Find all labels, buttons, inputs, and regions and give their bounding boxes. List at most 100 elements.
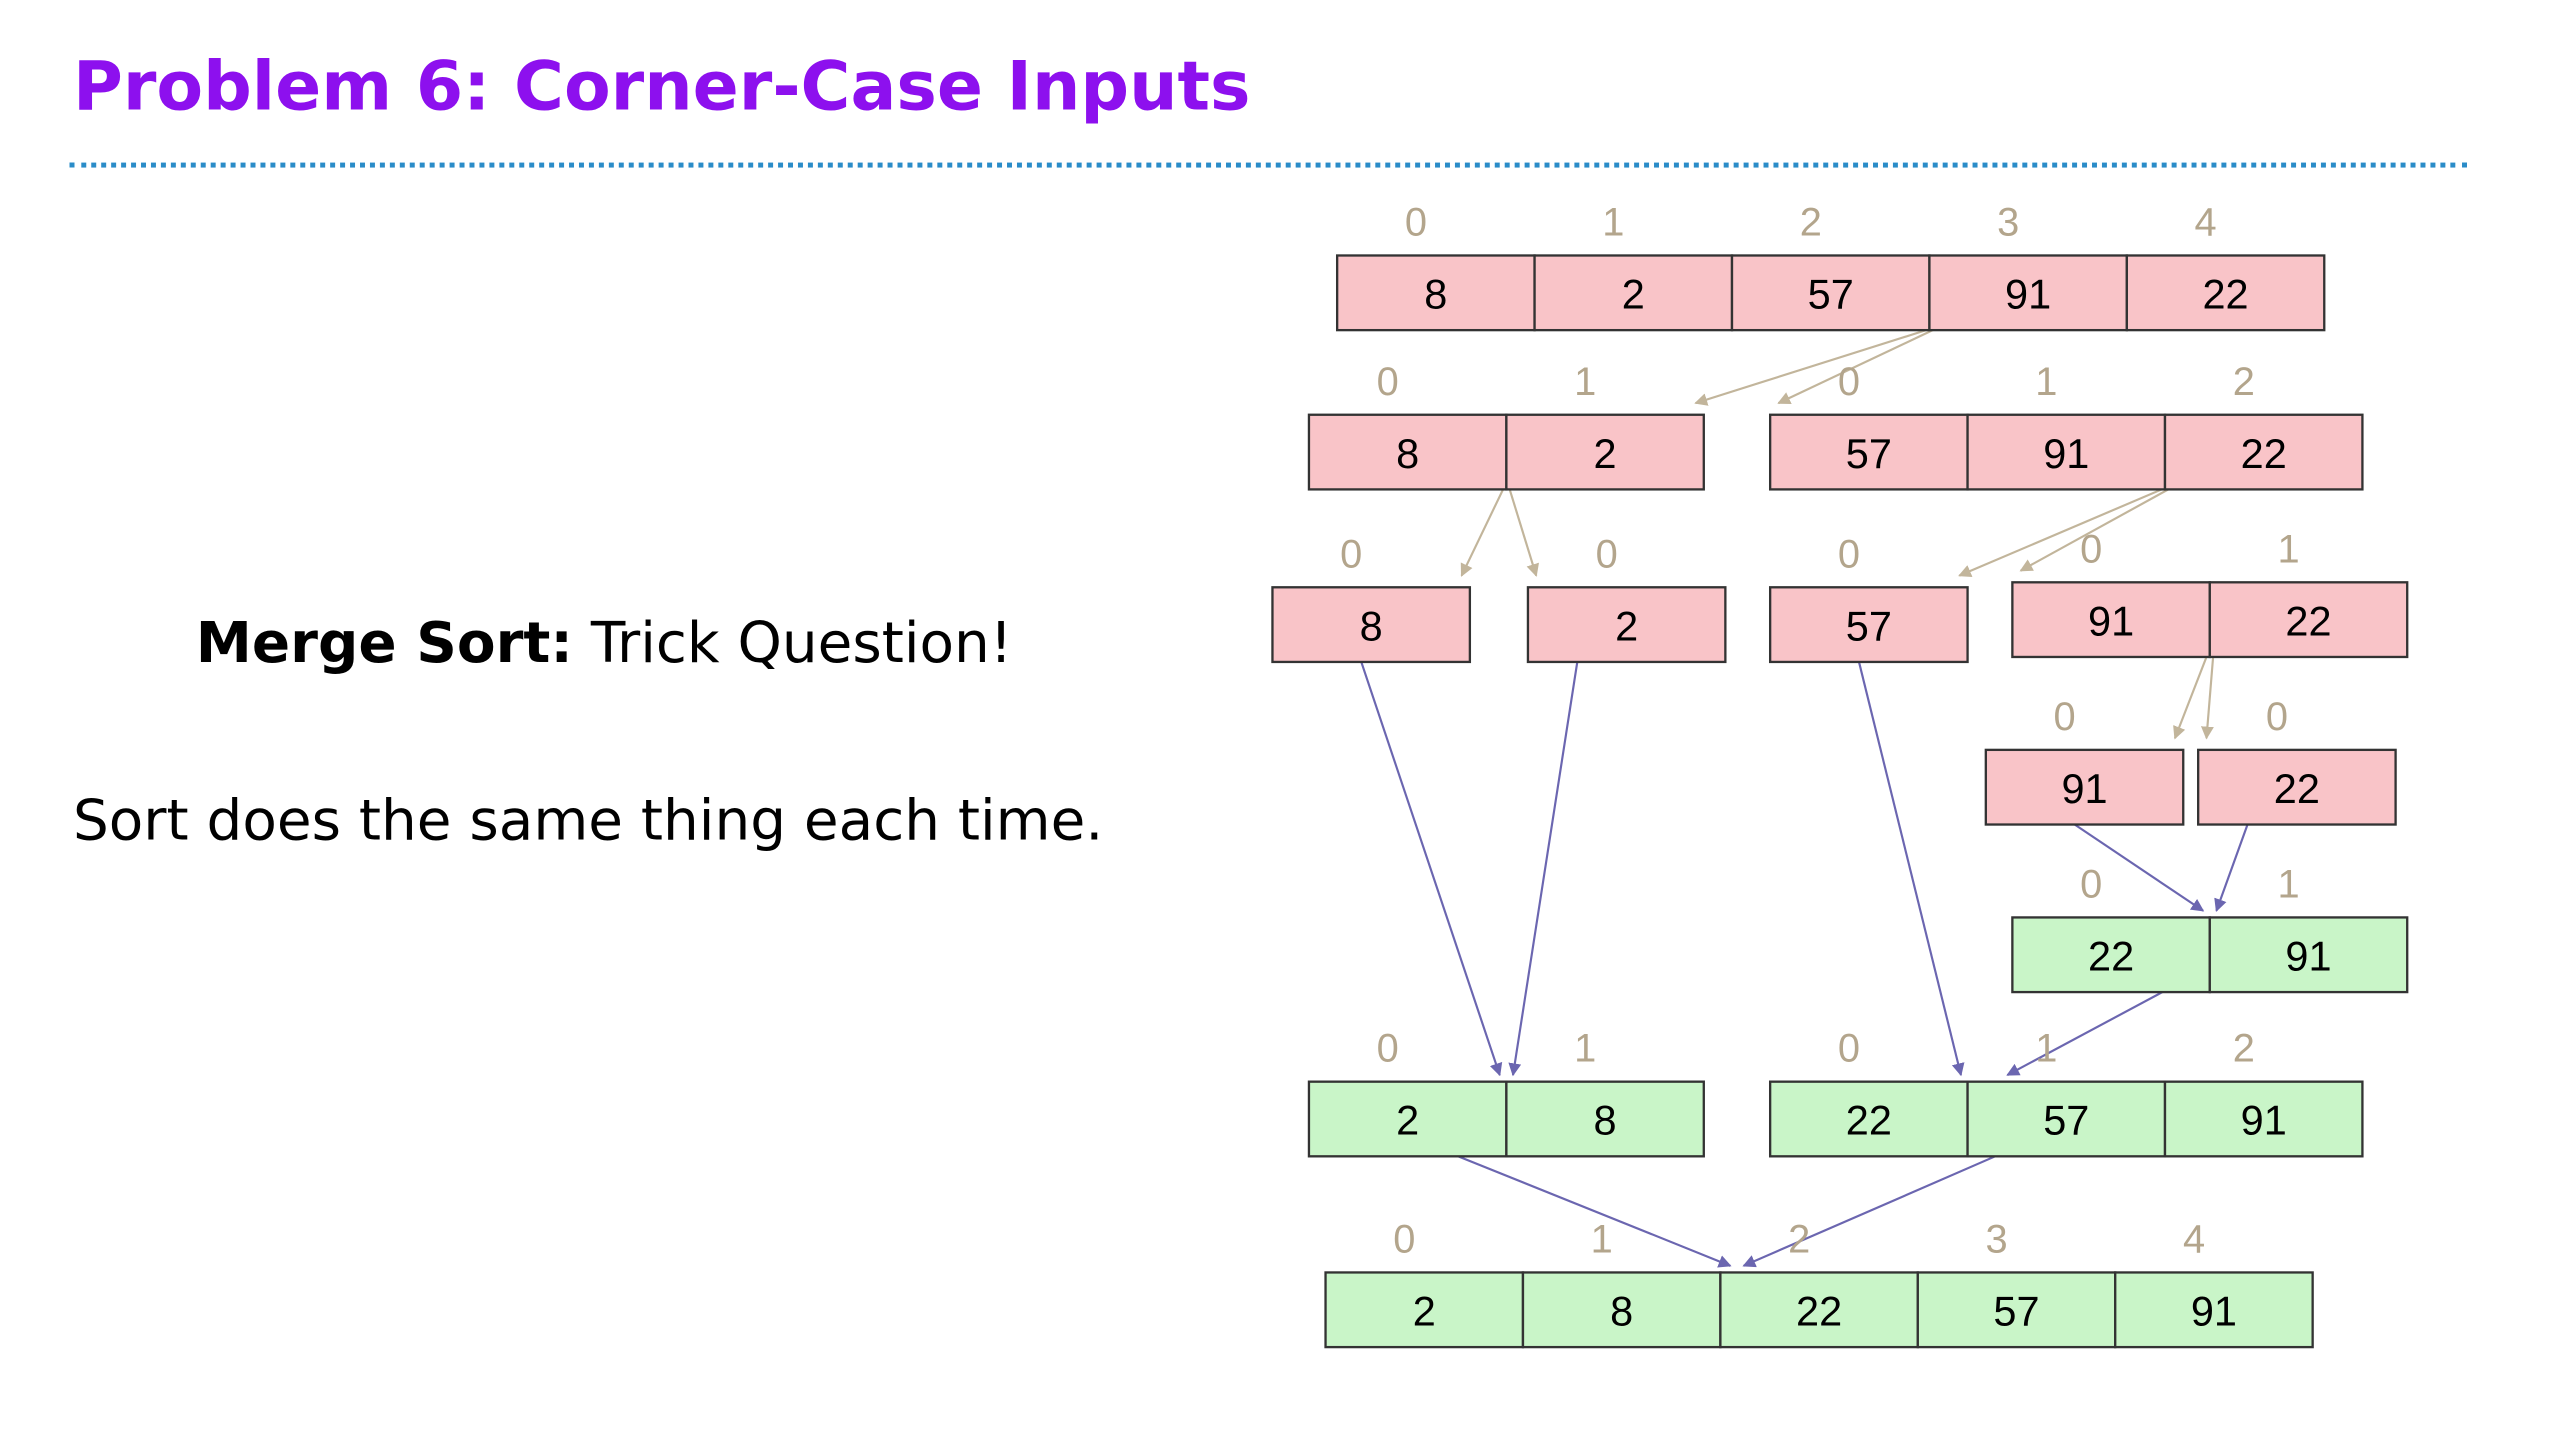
cell-value: 8 [1594,1097,1617,1144]
cell-value: 2 [1594,430,1617,477]
cell-index: 1 [1574,360,1596,404]
array-LR: 20 [1526,532,1727,664]
array-cell [1335,254,1536,332]
cell-index: 1 [1591,1218,1613,1262]
array-LL: 80 [1271,532,1472,664]
merge-arrow-RL-to-Rm [1857,661,1965,1077]
cell-value: 22 [2202,271,2248,318]
cell-value: 22 [2241,430,2287,477]
cell-index: 0 [1393,1218,1415,1262]
array-cell [1916,1271,2117,1349]
merge-arrow-RRL-to-RRm [2074,823,2205,912]
cell-value: 91 [2061,765,2107,812]
cell-index: 0 [2054,695,2076,739]
cell-value: 2 [1615,602,1638,649]
title-divider [69,162,2467,168]
array-cell [1526,586,1727,664]
cell-index: 0 [1838,532,1860,576]
array-cell [2163,1080,2364,1158]
merge-arrow-LL-to-Lm [1360,661,1503,1077]
cell-index: 1 [2278,863,2300,907]
cell-value: 91 [2043,430,2089,477]
array-cell [1505,413,1705,491]
cell-index: 4 [2183,1218,2205,1262]
cell-index: 0 [1405,201,1427,245]
merge-arrow-LR-to-Lm [1508,661,1579,1077]
cell-value: 8 [1610,1288,1633,1335]
array-cell [2163,413,2364,491]
cell-value: 22 [1796,1288,1842,1335]
array-cell [1730,254,1931,332]
cell-index: 0 [1377,1027,1399,1071]
cell-value: 22 [2088,933,2134,980]
array-cell [2125,254,2326,332]
array-RRR: 22 0 [2197,695,2397,826]
cell-index: 2 [1800,201,1822,245]
array-cell [1768,413,1969,491]
cell-index: 2 [2233,360,2255,404]
merge-arrow-Lm-to-final [1457,1155,1732,1268]
split-arrow-L-to-LR [1508,489,1539,577]
array-cell [2197,748,2397,826]
merge-arrow-RRR-to-RRm [2214,824,2249,913]
cell-index: 0 [1340,532,1362,576]
cell-value: 8 [1360,602,1383,649]
cell-index: 3 [1997,201,2019,245]
cell-value: 22 [1846,1097,1892,1144]
cell-index: 0 [2080,863,2102,907]
array-cell [1324,1271,1525,1349]
cell-index: 1 [1574,1027,1596,1071]
cell-index: 2 [1788,1218,1810,1262]
cell-value: 22 [2285,597,2331,644]
array-cell [1966,413,2167,491]
array-cell [1966,1080,2167,1158]
cell-index: 0 [2266,695,2288,739]
array-cell [1984,748,2185,826]
cell-value: 91 [2241,1097,2287,1144]
split-arrow-root-to-R [1777,329,1934,405]
array-cell [1505,1080,1705,1158]
cell-index: 0 [1838,360,1860,404]
cell-index: 0 [1596,532,1618,576]
cell-index: 1 [2035,1027,2057,1071]
merge-sort-heading: Merge Sort: Trick Question! [196,611,1013,677]
cell-index: 2 [2233,1027,2255,1071]
slide-title: Problem 6: Corner-Case Inputs [72,46,1251,127]
cell-value: 91 [2285,933,2331,980]
array-cell [1521,1271,1722,1349]
cell-value: 8 [1424,271,1447,318]
split-arrow-RR-to-RRR [2200,656,2215,740]
cell-index: 1 [2035,360,2057,404]
array-cell [2208,916,2409,994]
array-cell [2114,1271,2314,1349]
cell-value: 57 [1993,1288,2039,1335]
cell-value: 57 [2043,1097,2089,1144]
cell-value: 22 [2274,765,2320,812]
array-cell [2208,581,2409,659]
array-cell [1768,586,1969,664]
split-arrow-R-to-RL [1958,488,2163,578]
split-arrow-R-to-RR [2019,488,2169,572]
cell-value: 2 [1622,271,1645,318]
array-cell [1928,254,2128,332]
array-cell [1307,413,1508,491]
cell-index: 4 [2195,201,2217,245]
cell-value: 2 [1413,1288,1436,1335]
array-RL: 570 [1768,532,1969,664]
merge-arrow-RRm-to-Rm [2006,991,2163,1076]
cell-value: 57 [1808,271,1854,318]
cell-value: 91 [2191,1288,2237,1335]
array-cell [1307,1080,1508,1158]
merge-arrow-Rm-to-final [1742,1155,1996,1268]
array-cell [1533,254,1734,332]
merge-sort-label: Merge Sort: [195,610,573,677]
split-arrow-L-to-LL [1460,488,1505,577]
split-arrow-root-to-L [1694,329,1927,406]
trick-question-text: Trick Question! [572,610,1013,677]
